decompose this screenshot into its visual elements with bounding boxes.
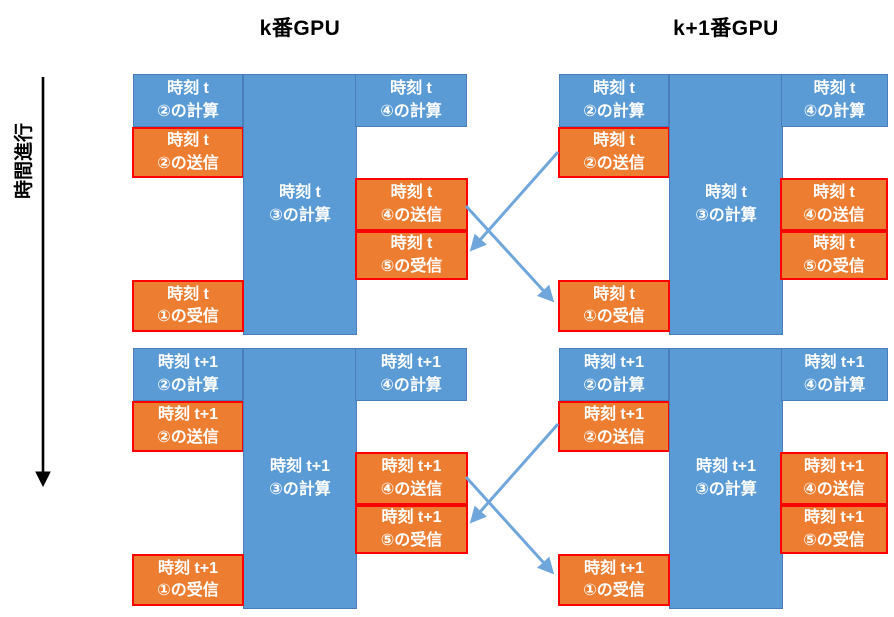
- receive-box-5: 時刻 t+1 ⑤の受信: [780, 505, 888, 554]
- compute-box-4: 時刻 t+1 ④の計算: [355, 348, 467, 401]
- box-line2: ⑤の受信: [380, 531, 443, 549]
- box-line2: ②の送信: [583, 428, 645, 446]
- box-line2: ④の計算: [803, 376, 866, 394]
- box-line1: 時刻 t+1: [269, 458, 331, 476]
- box-line1: 時刻 t: [813, 80, 856, 98]
- box-line2: ④の送信: [380, 206, 443, 224]
- block-gpu-k-time-t1: 時刻 t+1 ②の計算 時刻 t+1 ②の送信 時刻 t+1 ③の計算 時刻 t…: [132, 348, 468, 609]
- box-line2: ②の送信: [157, 428, 219, 446]
- compute-box-4: 時刻 t ④の計算: [355, 74, 467, 127]
- box-line2: ③の計算: [269, 206, 331, 224]
- box-line1: 時刻 t: [390, 235, 433, 253]
- box-line2: ⑤の受信: [380, 257, 443, 275]
- box-line1: 時刻 t: [593, 80, 635, 98]
- send-box-4: 時刻 t+1 ④の送信: [355, 452, 468, 505]
- receive-box-1: 時刻 t ①の受信: [132, 280, 244, 332]
- gpu-k-title: k番GPU: [259, 17, 341, 40]
- box-line2: ④の送信: [803, 480, 865, 498]
- block-gpu-k-time-t: 時刻 t ②の計算 時刻 t ②の送信 時刻 t ③の計算 時刻 t ④の計算 …: [132, 74, 468, 335]
- box-line1: 時刻 t+1: [583, 354, 645, 372]
- box-line1: 時刻 t: [813, 235, 855, 253]
- box-line1: 時刻 t: [390, 80, 432, 98]
- compute-box-3: 時刻 t+1 ③の計算: [669, 348, 783, 609]
- box-line2: ③の計算: [695, 480, 757, 498]
- receive-box-1: 時刻 t+1 ①の受信: [558, 554, 670, 606]
- box-line2: ②の計算: [583, 376, 645, 394]
- box-line1: 時刻 t: [813, 184, 855, 202]
- comm-arrow-k-send4-to-k1-recv1-t: [464, 204, 555, 303]
- compute-box-3: 時刻 t ③の計算: [669, 74, 783, 335]
- box-line1: 時刻 t+1: [583, 406, 645, 424]
- block-gpu-k1-time-t1: 時刻 t+1 ②の計算 時刻 t+1 ②の送信 時刻 t+1 ③の計算 時刻 t…: [558, 348, 894, 609]
- compute-box-2: 時刻 t ②の計算: [133, 74, 243, 127]
- receive-box-1: 時刻 t ①の受信: [558, 280, 670, 332]
- box-line2: ③の計算: [695, 206, 757, 224]
- box-line1: 時刻 t: [705, 184, 747, 202]
- box-line2: ①の受信: [583, 308, 645, 325]
- box-line2: ③の計算: [269, 480, 331, 498]
- gpu-k1-title: k+1番GPU: [673, 17, 779, 40]
- box-line1: 時刻 t: [167, 132, 209, 150]
- box-line2: ②の計算: [583, 102, 645, 120]
- comm-arrow-k1-send2-to-k-recv5-t: [469, 151, 560, 252]
- compute-box-2: 時刻 t ②の計算: [559, 74, 669, 127]
- box-line1: 時刻 t: [593, 132, 635, 150]
- box-line2: ④の送信: [380, 480, 443, 498]
- send-box-4: 時刻 t+1 ④の送信: [780, 452, 888, 505]
- box-line2: ②の送信: [157, 154, 219, 172]
- box-line2: ④の計算: [380, 376, 442, 394]
- comm-arrow-k-send4-to-k1-recv1-t1: [464, 475, 555, 575]
- comm-arrow-k1-send2-to-k-recv5-t1: [469, 423, 560, 524]
- block-gpu-k1-time-t: 時刻 t ②の計算 時刻 t ②の送信 時刻 t ③の計算 時刻 t ④の計算 …: [558, 74, 894, 335]
- box-line1: 時刻 t: [167, 80, 209, 98]
- send-box-2: 時刻 t+1 ②の送信: [132, 401, 244, 452]
- box-line1: 時刻 t+1: [804, 354, 865, 372]
- send-box-4: 時刻 t ④の送信: [780, 178, 888, 231]
- send-box-2: 時刻 t ②の送信: [132, 127, 244, 178]
- receive-box-1: 時刻 t+1 ①の受信: [132, 554, 244, 606]
- box-line1: 時刻 t+1: [695, 458, 757, 476]
- box-line1: 時刻 t: [167, 285, 209, 303]
- receive-box-5: 時刻 t ⑤の受信: [780, 231, 888, 280]
- box-line2: ⑤の受信: [803, 531, 865, 549]
- box-line1: 時刻 t+1: [381, 458, 442, 476]
- box-line1: 時刻 t+1: [583, 559, 645, 577]
- box-line1: 時刻 t+1: [157, 406, 219, 424]
- box-line1: 時刻 t: [593, 285, 635, 303]
- compute-box-2: 時刻 t+1 ②の計算: [133, 348, 243, 401]
- compute-box-4: 時刻 t ④の計算: [781, 74, 888, 127]
- box-line1: 時刻 t+1: [380, 354, 442, 372]
- box-line2: ④の計算: [380, 102, 442, 120]
- receive-box-5: 時刻 t+1 ⑤の受信: [355, 505, 468, 554]
- box-line2: ①の受信: [157, 582, 219, 599]
- box-line2: ⑤の受信: [803, 257, 865, 275]
- receive-box-5: 時刻 t ⑤の受信: [355, 231, 468, 280]
- box-line2: ①の受信: [157, 308, 219, 325]
- box-line2: ②の計算: [157, 102, 219, 120]
- box-line1: 時刻 t+1: [157, 559, 219, 577]
- box-line1: 時刻 t+1: [803, 458, 865, 476]
- time-axis-label: 時間進行: [14, 123, 35, 200]
- compute-box-2: 時刻 t+1 ②の計算: [559, 348, 669, 401]
- box-line1: 時刻 t+1: [157, 354, 219, 372]
- send-box-4: 時刻 t ④の送信: [355, 178, 468, 231]
- box-line2: ①の受信: [583, 582, 645, 599]
- box-line2: ②の送信: [583, 154, 645, 172]
- box-line1: 時刻 t: [390, 184, 433, 202]
- box-line2: ②の計算: [157, 376, 219, 394]
- compute-box-4: 時刻 t+1 ④の計算: [781, 348, 888, 401]
- box-line1: 時刻 t+1: [381, 509, 442, 527]
- send-box-2: 時刻 t ②の送信: [558, 127, 670, 178]
- send-box-2: 時刻 t+1 ②の送信: [558, 401, 670, 452]
- box-line1: 時刻 t+1: [803, 509, 865, 527]
- box-line2: ④の計算: [803, 102, 866, 120]
- compute-box-3: 時刻 t ③の計算: [243, 74, 357, 335]
- box-line1: 時刻 t: [279, 184, 321, 202]
- compute-box-3: 時刻 t+1 ③の計算: [243, 348, 357, 609]
- box-line2: ④の送信: [803, 206, 865, 224]
